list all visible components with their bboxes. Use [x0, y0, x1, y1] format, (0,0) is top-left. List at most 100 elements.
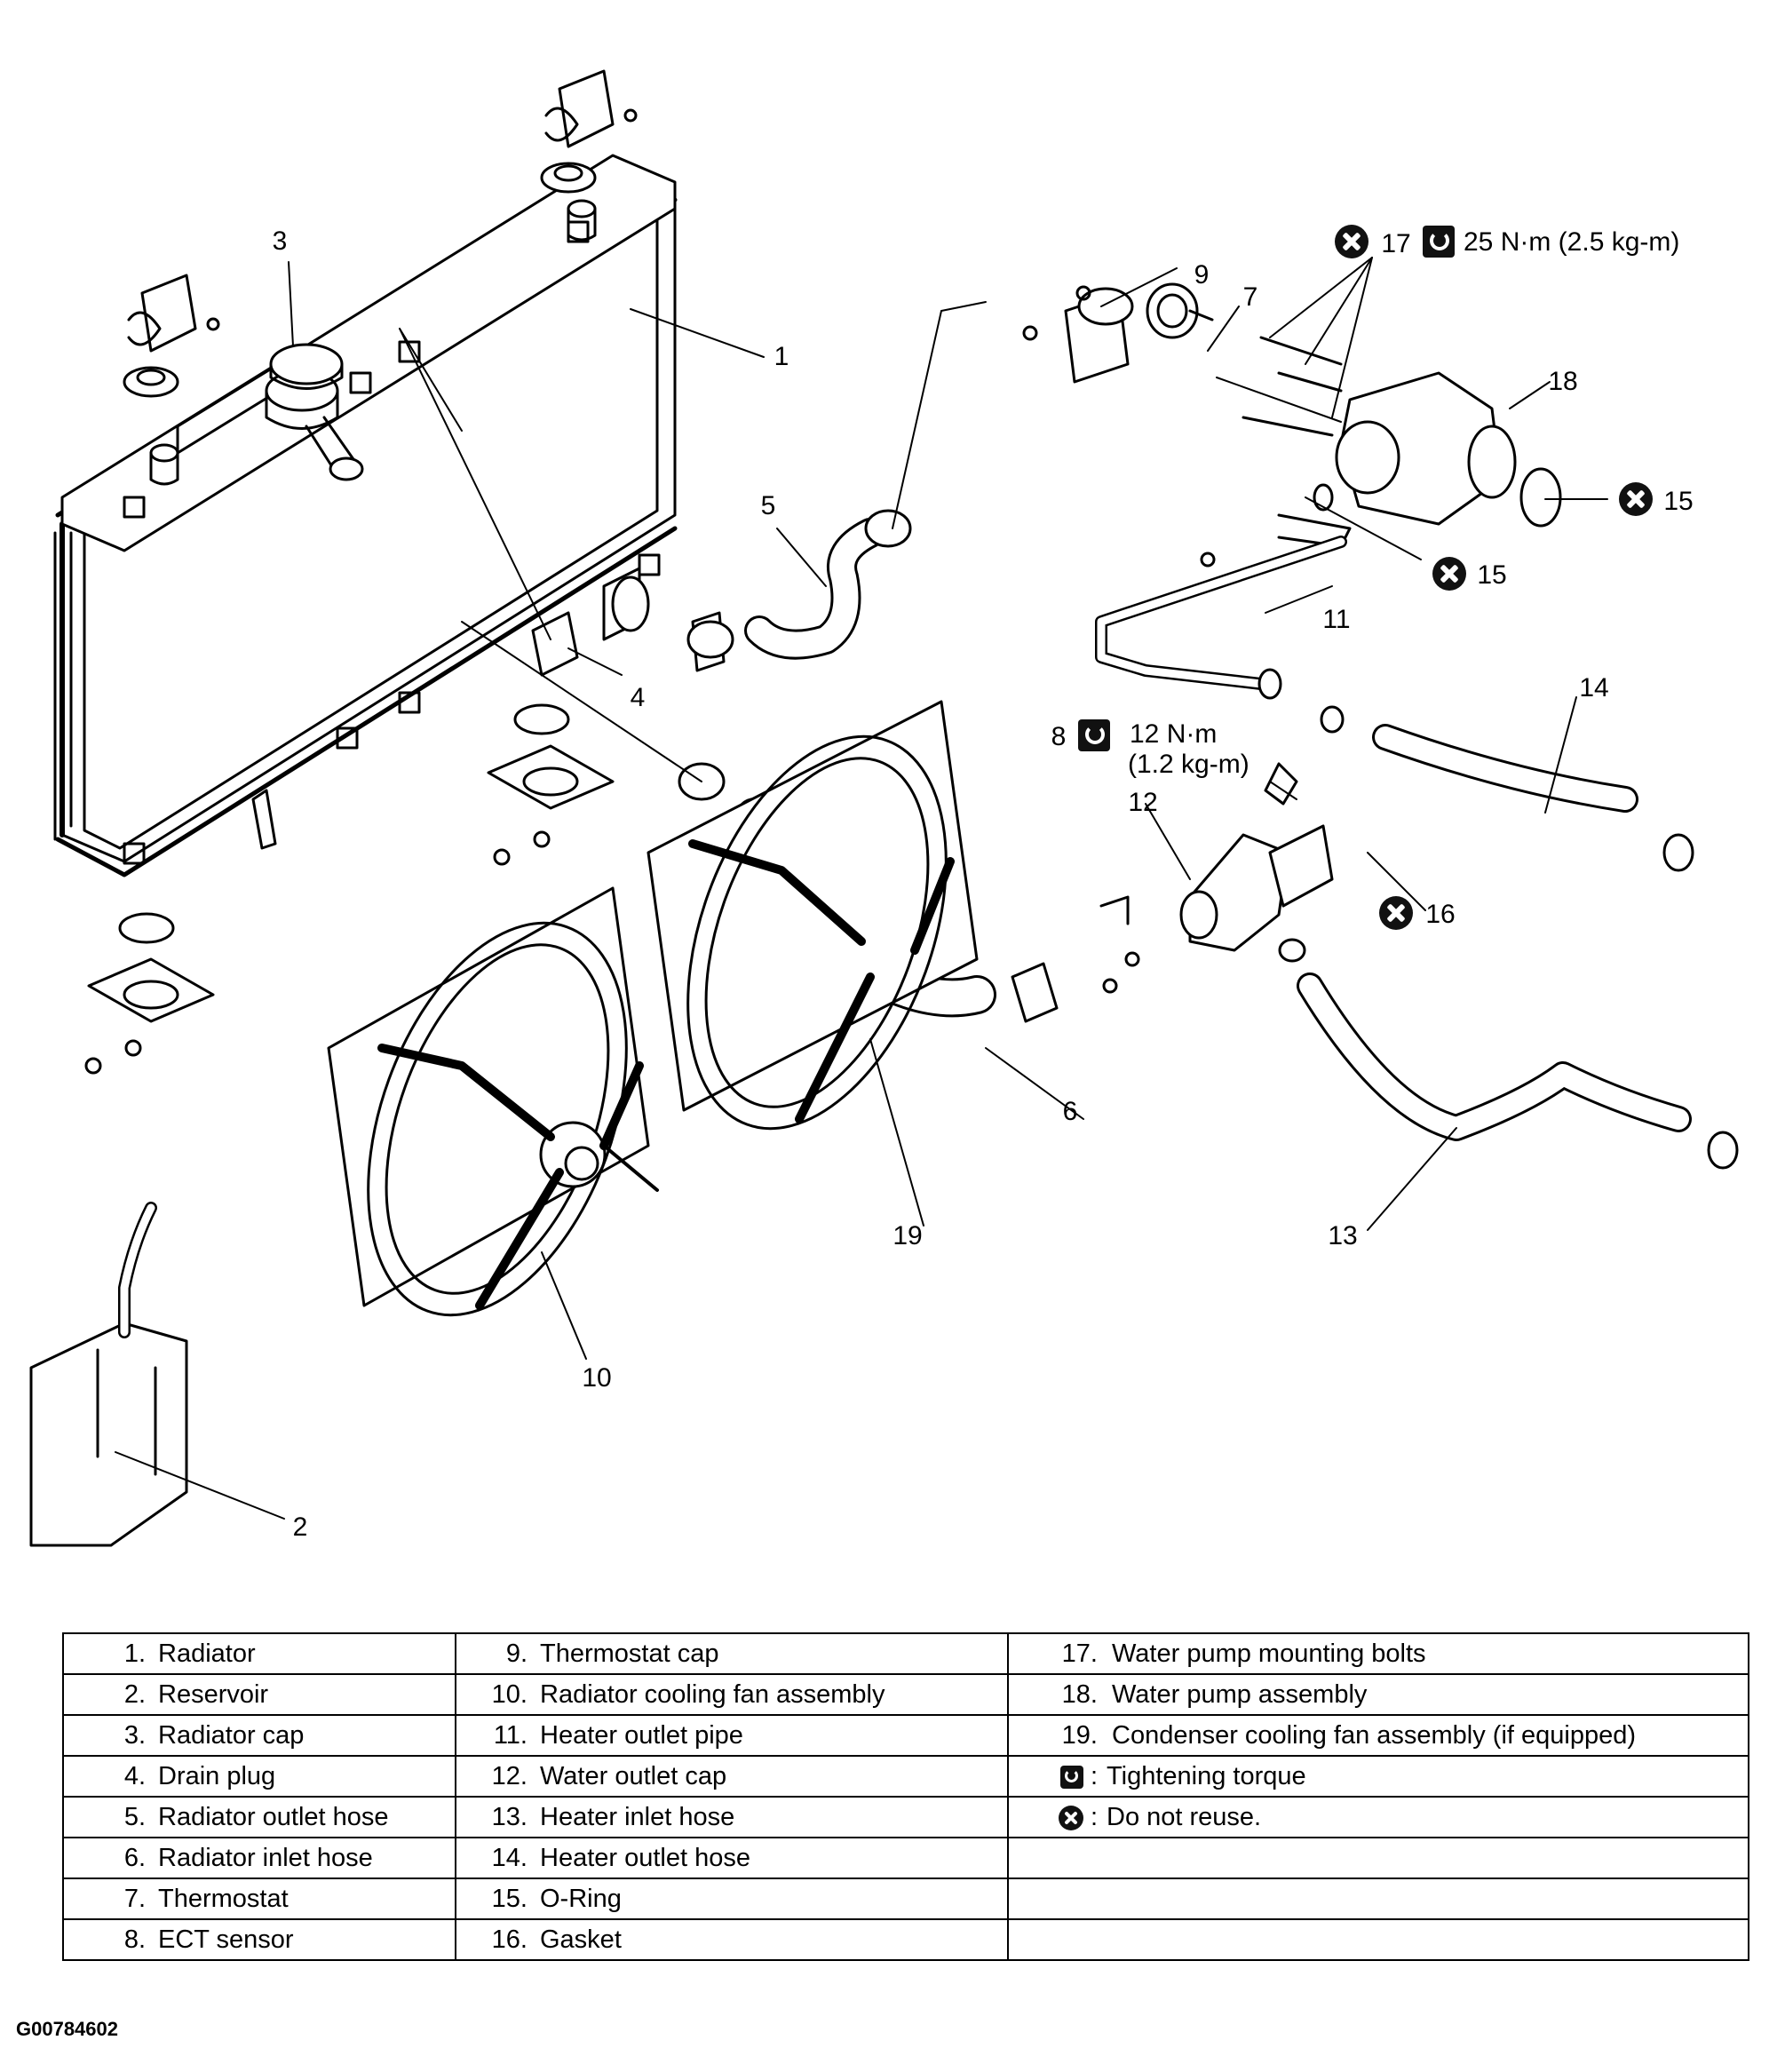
radiator: [53, 154, 678, 877]
legend-number: 18.: [1061, 1679, 1098, 1709]
do-not-reuse-icon: [1058, 1805, 1083, 1830]
callout-19: 19: [892, 1221, 923, 1250]
do-not-reuse-icon: [1432, 557, 1466, 591]
parts-legend-table: 1. Radiator 9. Thermostat cap 17. Water pum…: [62, 1632, 1749, 1961]
legend-number: 5.: [123, 1802, 146, 1831]
callout-15b: 15: [1477, 560, 1507, 590]
table-row: 4. Drain plug 12. Water outlet cap : Tighte…: [62, 1755, 1749, 1798]
thermostat: [1146, 282, 1214, 339]
leader-lines: [115, 257, 1608, 1520]
legend-number: 12.: [491, 1761, 528, 1790]
figure-code: G00784602: [16, 2018, 118, 2040]
legend-text: ECT sensor: [158, 1925, 294, 1954]
legend-text: Radiator: [158, 1639, 256, 1668]
table-row: 7. Thermostat 15. O-Ring: [62, 1878, 1749, 1920]
legend-number: 11.: [493, 1720, 528, 1750]
torque-value-water-pump-bolts: 25 N·m (2.5 kg-m): [1464, 227, 1680, 257]
callout-14: 14: [1579, 673, 1609, 703]
table-row: 6. Radiator inlet hose 14. Heater outlet h…: [62, 1837, 1749, 1879]
legend-text: Radiator cooling fan assembly: [540, 1679, 885, 1709]
legend-number: 19.: [1061, 1720, 1098, 1750]
callout-8: 8: [1051, 722, 1067, 751]
callout-10: 10: [582, 1363, 612, 1393]
mount-brackets: [84, 69, 638, 1075]
legend-number: 8.: [123, 1925, 146, 1954]
table-row: 8. ECT sensor 16. Gasket: [62, 1918, 1749, 1961]
tightening-torque-icon: [1423, 226, 1455, 258]
legend-text: Thermostat: [158, 1884, 289, 1913]
torque-value-ect-sensor: 12 N·m: [1130, 719, 1218, 749]
legend-text: Reservoir: [158, 1679, 269, 1709]
legend-text: Drain plug: [158, 1761, 276, 1790]
callout-6: 6: [1062, 1097, 1078, 1126]
callout-9: 9: [1194, 260, 1210, 290]
legend-symbol-colon: :: [1090, 1761, 1098, 1790]
legend-text: Water pump assembly: [1112, 1679, 1368, 1709]
callout-11: 11: [1322, 605, 1351, 634]
water-outlet-cap: [1099, 762, 1334, 994]
reservoir: [29, 1202, 188, 1547]
callout-4: 4: [630, 683, 646, 712]
legend-number: 16.: [491, 1925, 528, 1954]
legend-number: 14.: [491, 1843, 528, 1872]
legend-text: O-Ring: [540, 1884, 622, 1913]
callout-7: 7: [1242, 282, 1258, 312]
legend-text: Condenser cooling fan assembly (if equip…: [1112, 1720, 1637, 1750]
legend-number: 3.: [123, 1720, 146, 1750]
legend-text: Radiator cap: [158, 1720, 305, 1750]
callout-15a: 15: [1663, 487, 1694, 516]
table-row: 5.Radiator outlet hose 13.Heater inlet h…: [62, 1796, 1749, 1838]
table-row: 1. Radiator 9. Thermostat cap 17. Water pum…: [62, 1632, 1749, 1675]
legend-text: Heater outlet hose: [540, 1843, 750, 1872]
empty-cell: [1007, 1837, 1749, 1879]
legend-text: Radiator inlet hose: [158, 1843, 373, 1872]
heater-outlet-pipe: [1095, 513, 1352, 700]
callout-5: 5: [760, 491, 776, 520]
legend-number: 15.: [491, 1884, 528, 1913]
legend-text: Heater outlet pipe: [540, 1720, 743, 1750]
legend-text: Water pump mounting bolts: [1112, 1639, 1426, 1668]
legend-number: 17.: [1061, 1639, 1098, 1668]
heater-inlet-hose: [1278, 938, 1739, 1170]
callout-16: 16: [1425, 900, 1456, 929]
callout-18: 18: [1548, 367, 1578, 396]
torque-value-ect-sensor-kgm: (1.2 kg-m): [1128, 750, 1250, 779]
do-not-reuse-icon: [1379, 896, 1413, 930]
legend-number: 6.: [123, 1843, 146, 1872]
empty-cell: [1007, 1878, 1749, 1920]
thermostat-cap: [1022, 285, 1134, 384]
callout-3: 3: [272, 226, 288, 256]
callout-2: 2: [292, 1512, 308, 1542]
legend-text: Thermostat cap: [540, 1639, 719, 1668]
callout-13: 13: [1328, 1221, 1358, 1250]
callout-12: 12: [1128, 788, 1158, 817]
legend-text: Water outlet cap: [540, 1761, 727, 1790]
legend-symbol-colon: :: [1090, 1802, 1098, 1831]
tightening-torque-icon: [1078, 719, 1110, 751]
legend-number: 13.: [491, 1802, 528, 1831]
legend-number: 9.: [505, 1639, 528, 1668]
heater-outlet-hose: [1320, 705, 1694, 872]
water-pump-assembly: [1242, 336, 1562, 528]
empty-cell: [1007, 1918, 1749, 1961]
radiator-cooling-fan-assembly: [327, 886, 659, 1317]
legend-number: 7.: [123, 1884, 146, 1913]
legend-number: 10.: [491, 1679, 528, 1709]
legend-text: Radiator outlet hose: [158, 1802, 389, 1831]
do-not-reuse-icon: [1619, 482, 1653, 516]
legend-number: 2.: [123, 1679, 146, 1709]
cooling-system-exploded-diagram: [29, 69, 1739, 1547]
legend-text: Do not reuse.: [1107, 1802, 1262, 1831]
table-row: 2. Reservoir 10. Radiator cooling fan asse…: [62, 1673, 1749, 1716]
legend-number: 1.: [123, 1639, 146, 1668]
table-row: 3. Radiator cap 11. Heater outlet pipe 19.…: [62, 1714, 1749, 1757]
radiator-cap: [269, 343, 344, 390]
legend-text: Tightening torque: [1107, 1761, 1306, 1790]
radiator-outlet-hose: [686, 509, 912, 672]
do-not-reuse-icon: [1335, 225, 1368, 258]
tightening-torque-icon: [1059, 1765, 1083, 1789]
legend-text: Gasket: [540, 1925, 622, 1954]
legend-number: 4.: [123, 1761, 146, 1790]
condenser-cooling-fan-assembly: [647, 700, 979, 1131]
callout-17: 17: [1381, 229, 1411, 258]
